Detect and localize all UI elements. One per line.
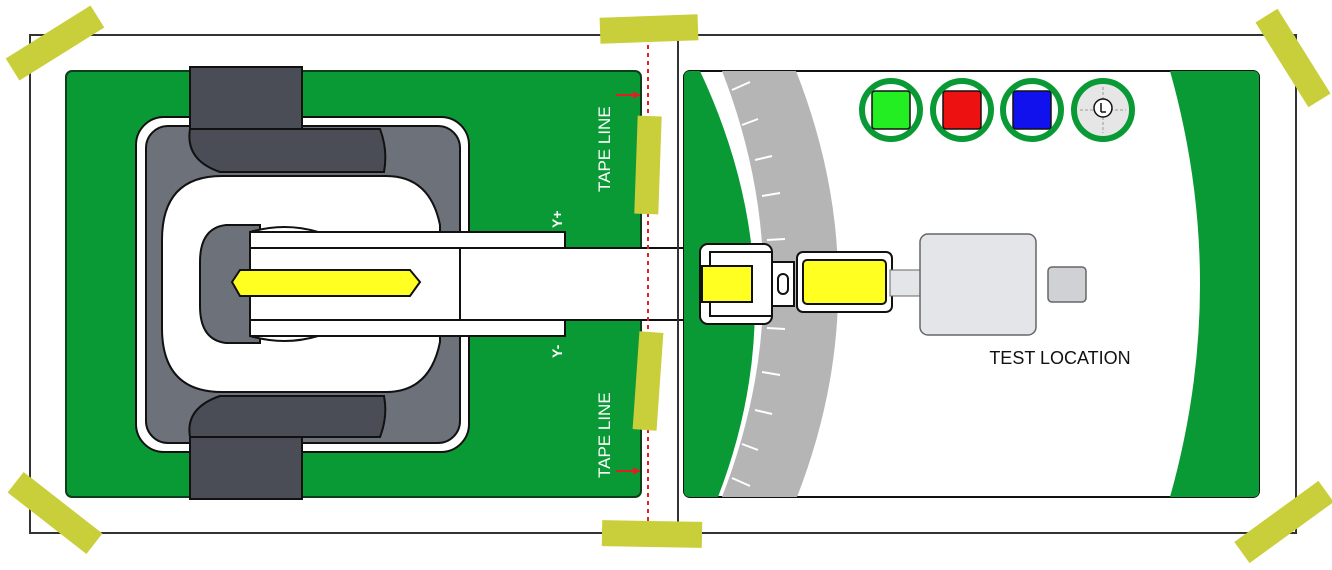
tape-top-center <box>599 14 699 44</box>
test-location-label: TEST LOCATION <box>989 348 1130 368</box>
tape-bottom-right <box>1234 480 1332 564</box>
right-green-arc <box>1170 71 1259 497</box>
y-plus-label: Y+ <box>549 210 565 228</box>
test-location-tab <box>1047 266 1087 303</box>
tape-arrow-bottom-head <box>633 467 640 475</box>
connector-bar <box>889 269 923 297</box>
clock-icon <box>1093 98 1113 118</box>
gripper-slot <box>777 273 789 295</box>
tape-bottom-left <box>7 471 103 555</box>
sample-yellow <box>802 259 887 305</box>
tape-bottom-center <box>601 520 703 548</box>
test-location-block <box>919 233 1037 336</box>
tape-strips <box>5 5 1332 564</box>
clock-target <box>1071 78 1135 142</box>
color-targets <box>859 78 1135 142</box>
y-minus-label: Y- <box>549 344 565 358</box>
robot-shoulder-bottom <box>188 395 387 438</box>
robot-arm-tip-top <box>249 226 319 233</box>
tape-middle-bottom <box>632 331 664 431</box>
robot-arm-extension <box>459 247 706 321</box>
robot-inner-cavity <box>199 224 261 344</box>
green-target <box>859 78 923 142</box>
robot-track-top <box>189 66 303 130</box>
robot-arm-tip-bottom <box>249 335 319 342</box>
tape-line-label-top: TAPE LINE <box>595 106 614 192</box>
robot-shoulder-top <box>188 128 387 173</box>
gripper-yellow-pad <box>701 265 753 303</box>
tape-line-label-bottom: TAPE LINE <box>595 392 614 478</box>
robot-track-bottom <box>189 436 303 500</box>
tape-top-left <box>5 5 105 81</box>
tape-top-right <box>1255 8 1331 108</box>
robot-yellow-indicator <box>230 269 422 297</box>
blue-target <box>1000 78 1064 142</box>
red-target <box>930 78 994 142</box>
tape-arrow-top-head <box>633 91 640 99</box>
tape-middle-top <box>634 115 662 215</box>
